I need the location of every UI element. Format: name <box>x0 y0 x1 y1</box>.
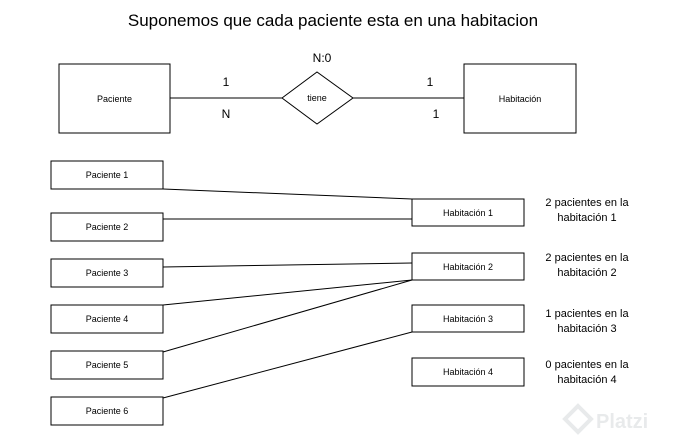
patient-box-2 <box>50 212 164 242</box>
assignment-lines <box>162 188 413 399</box>
room-box-2 <box>411 252 525 281</box>
patient-label-6: Paciente 6 <box>86 406 129 416</box>
room-box-3 <box>411 304 525 333</box>
room-note-1-line-2: habitación 1 <box>557 212 616 224</box>
room-note-3-line-2: habitación 3 <box>557 323 616 335</box>
room-note-2-line-2: habitación 2 <box>557 267 616 279</box>
room-label-3: Habitación 3 <box>443 314 493 324</box>
patient-label-3: Paciente 3 <box>86 268 129 278</box>
right-cardinality-top: 1 <box>427 75 434 89</box>
entity-paciente-label: Paciente <box>97 94 132 104</box>
entity-habitacion-label: Habitación <box>499 94 542 104</box>
patient-label-5: Paciente 5 <box>86 360 129 370</box>
entity-paciente-box <box>58 63 171 134</box>
platzi-logo-icon <box>562 403 594 435</box>
room-notes: 2 pacientes en la habitación 1 2 pacient… <box>545 197 629 386</box>
patient-box-3 <box>50 258 164 288</box>
watermark-text: Platzi <box>596 411 648 433</box>
patient-box-6 <box>50 396 164 426</box>
assignment-line-paciente-4 <box>162 279 413 306</box>
assignment-line-paciente-5 <box>162 279 413 353</box>
assignment-line-paciente-1 <box>162 188 413 200</box>
relationship-label: tiene <box>307 93 327 103</box>
room-boxes: Habitación 1 Habitación 2 Habitación 3 H… <box>411 198 525 387</box>
entity-habitacion-box <box>463 63 577 134</box>
left-cardinality-bottom: N <box>222 107 231 121</box>
room-note-4-line-1: 0 pacientes en la <box>545 359 629 371</box>
patient-box-5 <box>50 350 164 380</box>
right-cardinality-bottom: 1 <box>433 107 440 121</box>
cardinality-top: N:0 <box>313 51 332 65</box>
patient-box-4 <box>50 304 164 334</box>
room-box-1 <box>411 198 525 227</box>
room-box-4 <box>411 357 525 387</box>
room-note-4-line-2: habitación 4 <box>557 374 616 386</box>
room-note-1-line-1: 2 pacientes en la <box>545 197 629 209</box>
relationship-diamond <box>281 71 354 125</box>
assignment-line-paciente-3 <box>162 262 413 268</box>
patient-label-4: Paciente 4 <box>86 314 129 324</box>
room-note-3-line-1: 1 pacientes en la <box>545 308 629 320</box>
room-label-4: Habitación 4 <box>443 367 493 377</box>
room-note-2-line-1: 2 pacientes en la <box>545 252 629 264</box>
room-label-1: Habitación 1 <box>443 208 493 218</box>
patient-boxes: Paciente 1 Paciente 2 Paciente 3 Pacient… <box>50 160 164 426</box>
patient-label-2: Paciente 2 <box>86 222 129 232</box>
platzi-watermark: Platzi <box>562 403 648 435</box>
patient-box-1 <box>50 160 164 190</box>
diagram-title: Suponemos que cada paciente esta en una … <box>128 11 538 30</box>
patient-label-1: Paciente 1 <box>86 170 129 180</box>
assignment-line-paciente-6 <box>162 331 413 399</box>
left-cardinality-top: 1 <box>223 75 230 89</box>
room-label-2: Habitación 2 <box>443 262 493 272</box>
